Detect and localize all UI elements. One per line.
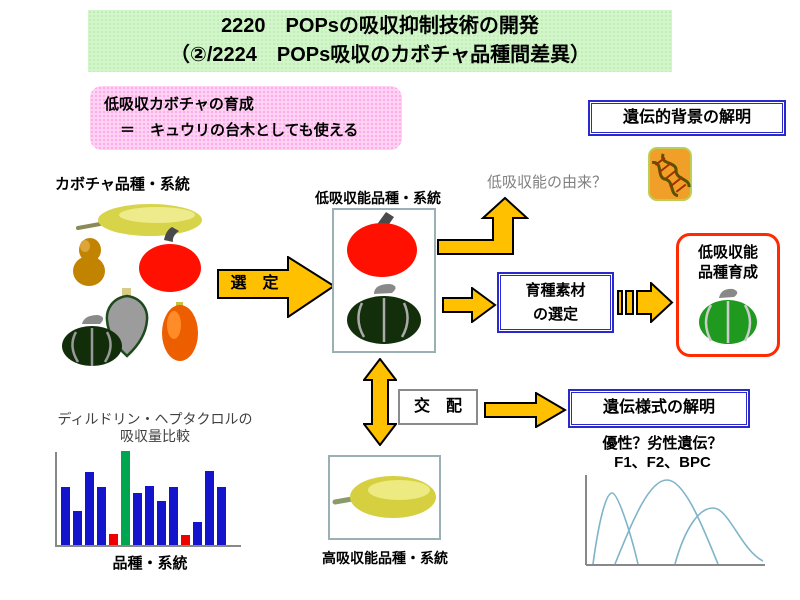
distribution-curves-chart [585,475,765,566]
bar-5 [109,534,118,545]
genetic-background-label: 遺伝的背景の解明 [622,109,751,126]
low-absorption-box [332,208,436,353]
bar-8 [145,486,154,545]
pumpkin-dark-green-icon [347,284,421,344]
breeding-goal-line2: 品種育成 [697,264,758,281]
gourd-orange-icon [73,238,105,286]
high-absorption-label: 高吸収能品種・系統 [322,550,448,566]
distribution-curve-2 [614,479,719,565]
pumpkin-varieties-illustration [62,204,202,366]
breeding-material-line2: の選定 [532,306,578,323]
striped-arrow-right [617,282,674,323]
cross-label: 交 配 [413,398,462,415]
bar-3 [85,472,94,545]
distribution-curve-3 [674,507,764,565]
inheritance-mode-box: 遺伝様式の解明 [568,389,750,428]
absorption-bars [61,450,226,545]
note-line1: 低吸収カボチャの育成 [104,96,254,113]
bar-6 [121,451,130,545]
squash-yellow-long-icon [76,204,202,236]
bar-2 [73,511,82,545]
absorption-bar-chart [55,450,245,547]
dominance-annotation: 優性？劣性遺伝？ F1、F2、BPC [580,434,745,472]
breeding-goal-box: 低吸収能 品種育成 [676,233,780,357]
arrow-right-breeding [442,287,497,323]
dna-icon [648,147,692,201]
breeding-goal-line1: 低吸収能 [697,244,758,261]
bar-1 [61,487,70,545]
selection-label: 選 定 [230,275,279,292]
elbow-arrow-up [437,196,529,255]
bar-chart-x-axis [55,545,241,547]
bar-12 [193,522,202,545]
selected-pumpkins-illustration [347,212,421,344]
double-arrow-vertical [363,358,397,446]
bar-chart-title: ディルドリン・ヘプタクロルの 吸収量比較 [55,411,255,445]
selection-arrow [217,256,336,318]
note-box: 低吸収カボチャの育成 ＝ キュウリの台木としても使える [90,86,402,150]
origin-question-label: 低吸収能の由来？ [487,174,608,191]
bar-chart-xlabel: 品種・系統 [112,555,188,572]
distribution-curve-1 [592,492,639,565]
slide-title-line1: 2220 POPsの吸収抑制技術の開発 [221,15,539,37]
generations-label: F1、F2、BPC [614,454,711,471]
note-line2: ＝ キュウリの台木としても使える [120,122,359,139]
dominance-question: 優性？劣性遺伝？ [602,435,723,452]
bar-11 [181,535,190,545]
pumpkin-dark-green-icon [62,315,122,366]
high-absorption-box [328,455,441,540]
bar-14 [217,487,226,545]
squash-orange-oval-icon [162,302,198,361]
breeding-material-box: 育種素材 の選定 [497,272,614,333]
cross-box: 交 配 [398,389,478,425]
bar-13 [205,471,214,545]
squash-yellow-long-icon [332,476,436,518]
arrow-right-inheritance [484,392,567,428]
bar-7 [133,493,142,545]
pumpkin-red-icon [347,212,417,277]
inheritance-mode-label: 遺伝様式の解明 [602,399,715,416]
pumpkin-red-icon [139,227,201,292]
low-absorption-label: 低吸収能品種・系統 [315,190,441,206]
varieties-label: カボチャ品種・系統 [55,176,190,193]
bar-9 [157,501,166,545]
bar-chart-title-line1: ディルドリン・ヘプタクロルの [57,411,253,427]
bar-10 [169,487,178,545]
bar-4 [97,487,106,545]
slide-title: 2220 POPsの吸収抑制技術の開発 （②/2224 POPs吸収のカボチャ品… [88,10,672,72]
breeding-material-line1: 育種素材 [525,282,586,299]
genetic-background-box: 遺伝的背景の解明 [588,100,786,136]
pumpkin-green-icon [699,288,757,344]
slide-title-line2: （②/2224 POPs吸収のカボチャ品種間差異） [169,44,591,66]
bar-chart-y-axis [55,452,57,547]
bar-chart-title-line2: 吸収量比較 [120,428,190,444]
